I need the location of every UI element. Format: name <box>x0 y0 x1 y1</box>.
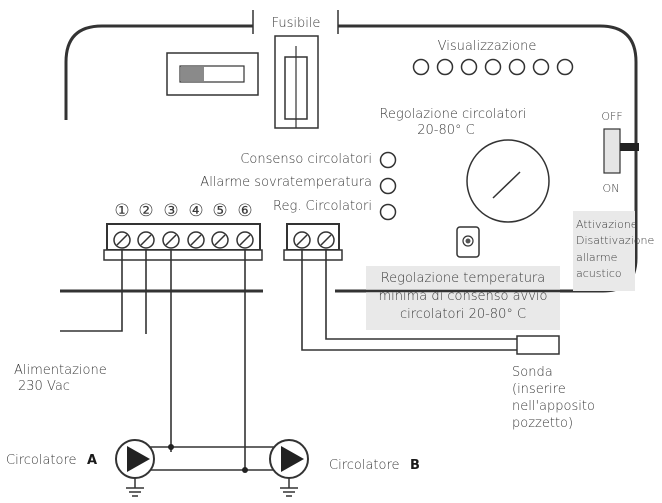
enclosure-outline <box>60 24 638 293</box>
terminal-number: ⑤ <box>212 201 227 221</box>
probe-label-2: (inserire <box>512 382 566 397</box>
terminal-number: ① <box>114 201 129 221</box>
switch-on-label: ON <box>603 182 620 195</box>
fuse-header-box <box>253 10 338 35</box>
slide-switch <box>166 52 259 96</box>
junction-dot <box>242 467 248 473</box>
probe-label-3: nell'apposito <box>512 399 595 414</box>
junction-dot <box>168 444 174 450</box>
power-label-1: Alimentazione <box>14 363 107 378</box>
terminal-numbers: ① ② ③ ④ ⑤ ⑥ <box>114 201 252 221</box>
pump-b-letter: B <box>410 458 420 473</box>
power-wire-1 <box>60 250 123 332</box>
alarm-toggle-switch <box>603 128 639 174</box>
alarm-label-2: Disattivazione <box>576 234 654 247</box>
display-led <box>412 58 430 76</box>
min-temp-trimmer <box>456 226 480 258</box>
status-leds <box>379 151 397 221</box>
overtemp-led <box>379 177 397 195</box>
probe-terminal-block <box>283 223 343 261</box>
main-terminal-block <box>103 223 263 261</box>
alarm-label-4: acustico <box>576 267 622 280</box>
display-led <box>460 58 478 76</box>
probe-sensor <box>516 335 560 355</box>
switch-off-label: OFF <box>601 110 622 123</box>
circ-reg-label-2: 20-80° C <box>417 123 474 138</box>
pump-a-text: Circolatore <box>6 453 77 468</box>
terminal-number: ④ <box>188 201 203 221</box>
display-led <box>508 58 526 76</box>
display-leds <box>412 58 574 76</box>
alarm-label-box <box>573 211 635 291</box>
display-led <box>436 58 454 76</box>
probe-label-1: Sonda <box>512 365 553 380</box>
circ-reg-knob <box>466 139 550 223</box>
probe-label-4: pozzetto) <box>512 416 573 431</box>
overtemp-label: Allarme sovratemperatura <box>200 175 372 190</box>
pump-a <box>115 439 155 497</box>
min-temp-label-box <box>366 266 560 330</box>
pump-b <box>269 439 309 497</box>
reg-circ-label: Reg. Circolatori <box>273 199 372 214</box>
fuse-label: Fusibile <box>272 16 321 31</box>
pump-b-label: Circolatore B <box>329 458 420 473</box>
terminal-number: ② <box>138 201 153 221</box>
min-temp-label-3: circolatori 20-80° C <box>400 307 526 322</box>
terminal-number: ⑥ <box>237 201 252 221</box>
min-temp-label-1: Regolazione temperatura <box>381 271 546 286</box>
consent-label: Consenso circolatori <box>240 152 372 167</box>
alarm-label-3: allarme <box>576 251 617 264</box>
fuse <box>274 35 319 129</box>
circ-reg-label-1: Regolazione circolatori <box>379 107 526 122</box>
probe-wire-2 <box>325 250 517 340</box>
display-led <box>484 58 502 76</box>
consent-led <box>379 151 397 169</box>
display-led <box>532 58 550 76</box>
min-temp-label-2: minima di consenso avvio <box>378 289 547 304</box>
pump-b-text: Circolatore <box>329 458 400 473</box>
pump-a-letter: A <box>87 453 97 468</box>
display-led <box>556 58 574 76</box>
pump-a-label: Circolatore A <box>6 453 97 468</box>
terminal-number: ③ <box>163 201 178 221</box>
alarm-label-1: Attivazione <box>576 218 638 231</box>
power-label-2: 230 Vac <box>18 379 70 394</box>
reg-circ-led <box>379 203 397 221</box>
display-label: Visualizzazione <box>438 39 537 54</box>
probe-wire-1 <box>301 250 517 351</box>
